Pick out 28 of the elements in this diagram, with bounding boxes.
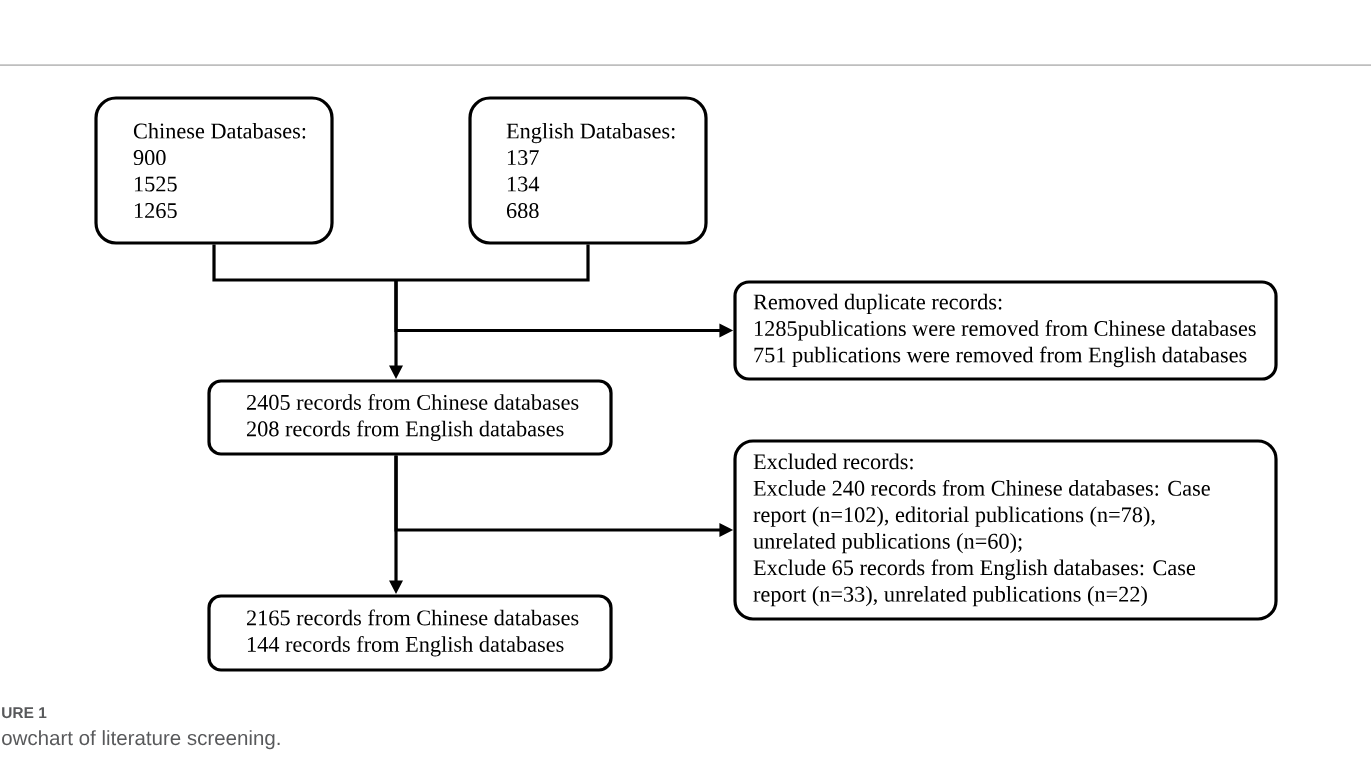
record-line: 208 records from English databases	[247, 420, 564, 441]
connector-line	[212, 244, 396, 282]
record-count: 1525	[134, 176, 177, 192]
record-line: 1285publications were removed from Chinese databases	[754, 320, 1256, 341]
record-line: 144 records from English databases	[247, 636, 564, 657]
record-count: 137	[507, 150, 539, 166]
record-line: 2405 records from Chinese databases	[247, 394, 579, 410]
record-line: 2165 records from Chinese databases	[247, 609, 579, 626]
figure-label: URE 1	[2, 707, 47, 719]
box-heading: Excluded records:	[753, 453, 913, 470]
record-count: 1265	[134, 203, 177, 219]
exclusion-box	[733, 439, 1278, 621]
exclusion-box	[733, 280, 1278, 381]
record-count: 688	[506, 203, 539, 219]
record-count: 900	[133, 150, 166, 166]
process-box	[207, 379, 613, 456]
connector-line	[396, 244, 590, 282]
box-heading: Chinese Databases:	[133, 122, 306, 139]
exclusion-note: Exclude 65 records from English databases: Case report (n=33), unrelated publications (n=22)	[753, 559, 1196, 607]
exclusion-note: Exclude 240 records from Chinese databases: Case report (n=102), editorial publications (n=78), unrelated publications (n=60);	[753, 479, 1210, 554]
box-heading: English Databases:	[506, 122, 675, 144]
process-box	[207, 594, 613, 672]
record-line: 751 publications were removed from English databases	[754, 346, 1247, 368]
process-box	[468, 96, 708, 245]
box-heading: Removed duplicate records:	[753, 293, 1002, 315]
record-count: 134	[507, 176, 540, 192]
process-box	[94, 96, 334, 245]
figure-caption: owchart of literature screening.	[2, 730, 280, 750]
